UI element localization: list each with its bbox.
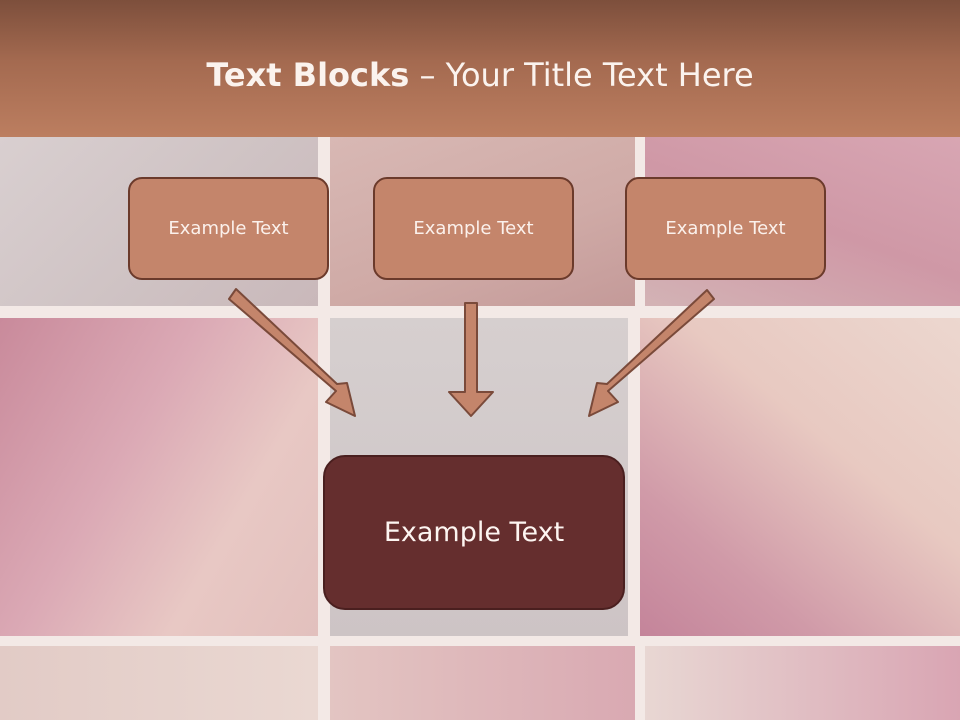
text-block-3[interactable]: Example Text (625, 177, 826, 280)
collage-tile-woman-portrait (640, 318, 960, 636)
slide-title: Text Blocks – Your Title Text Here (0, 52, 960, 98)
text-block-1[interactable]: Example Text (128, 177, 329, 280)
collage-tile-eyes (0, 646, 318, 720)
collage-tile-lipstick-bottom (645, 646, 960, 720)
title-bar: Text Blocks – Your Title Text Here (0, 0, 960, 137)
title-bold: Text Blocks (206, 56, 410, 94)
collage-tile-woman-orchids (0, 318, 318, 636)
text-block-2[interactable]: Example Text (373, 177, 574, 280)
main-text-block[interactable]: Example Text (323, 455, 625, 610)
collage-tile-lips (330, 646, 635, 720)
title-rest: – Your Title Text Here (409, 56, 754, 94)
